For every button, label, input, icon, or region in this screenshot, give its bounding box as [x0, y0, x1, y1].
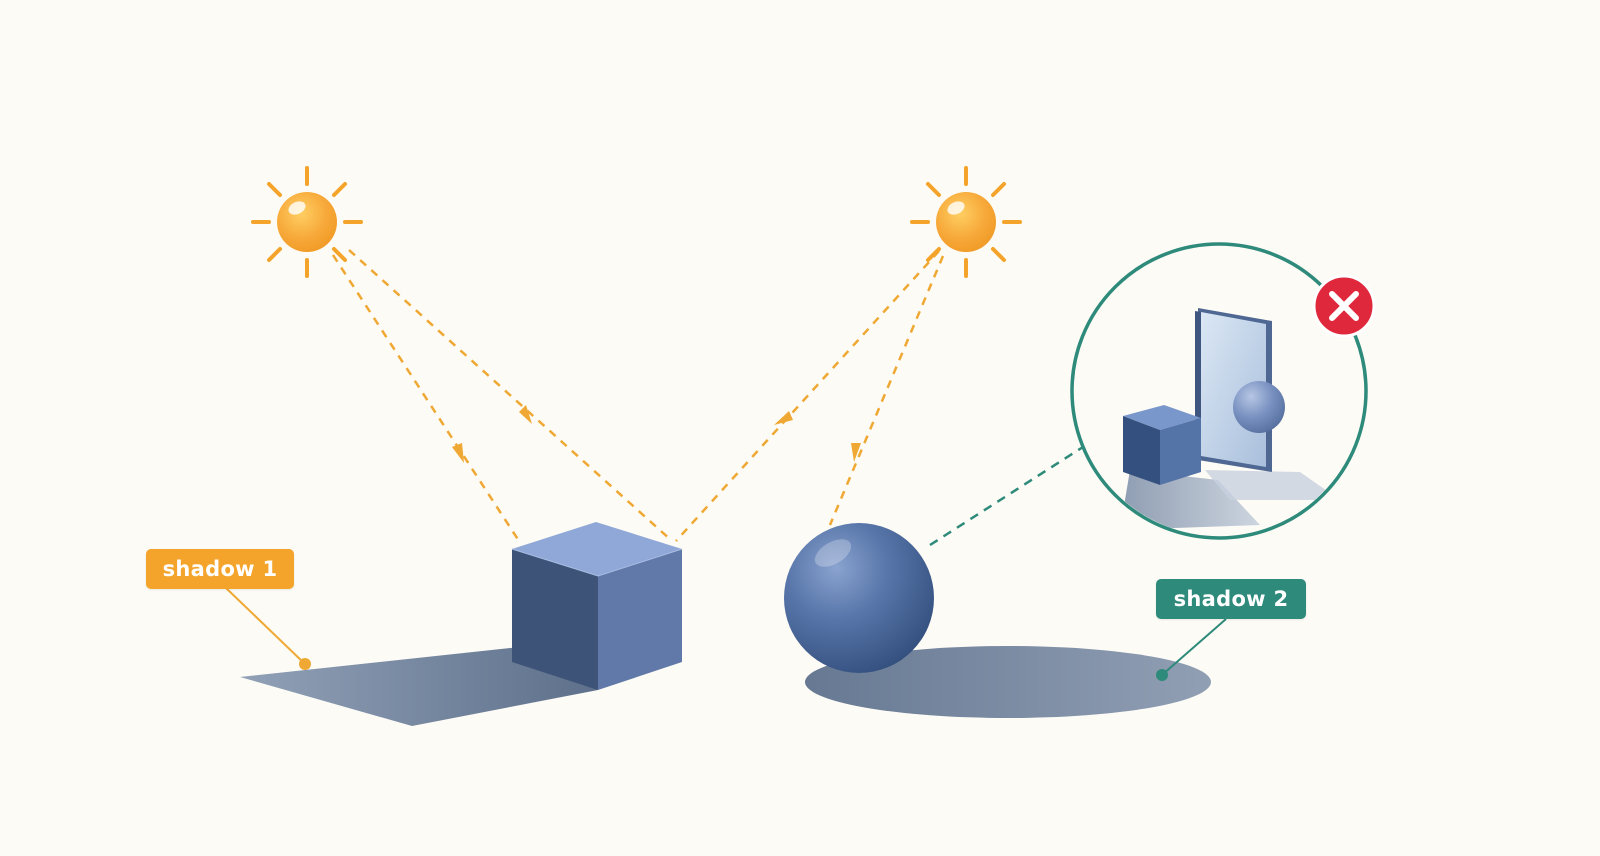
right-sun-ray-arrows: [774, 411, 861, 462]
shadow-2-connector: [1156, 618, 1227, 681]
ray-arrow: [851, 443, 861, 462]
ray-arrow: [519, 405, 532, 424]
sun-icon: [910, 166, 1022, 278]
cube-shadow: [240, 647, 598, 726]
shadow-2-label: shadow 2: [1156, 579, 1306, 619]
left-sun-ray-arrows: [452, 405, 532, 463]
right-sun-rays: [675, 250, 945, 542]
sun-icon: [251, 166, 363, 278]
sphere-shadow: [805, 646, 1211, 718]
left-sun-rays: [331, 249, 673, 542]
ray-arrow: [774, 411, 793, 425]
ray-arrow: [452, 443, 464, 463]
sphere-object: [784, 523, 934, 673]
reflection-inset: [1070, 242, 1368, 540]
x-mark-icon: [1312, 274, 1376, 338]
cube-object: [511, 522, 683, 690]
shadow-1-label: shadow 1: [146, 549, 294, 589]
inset-connector: [929, 445, 1084, 547]
shadow-1-connector: [225, 587, 311, 670]
